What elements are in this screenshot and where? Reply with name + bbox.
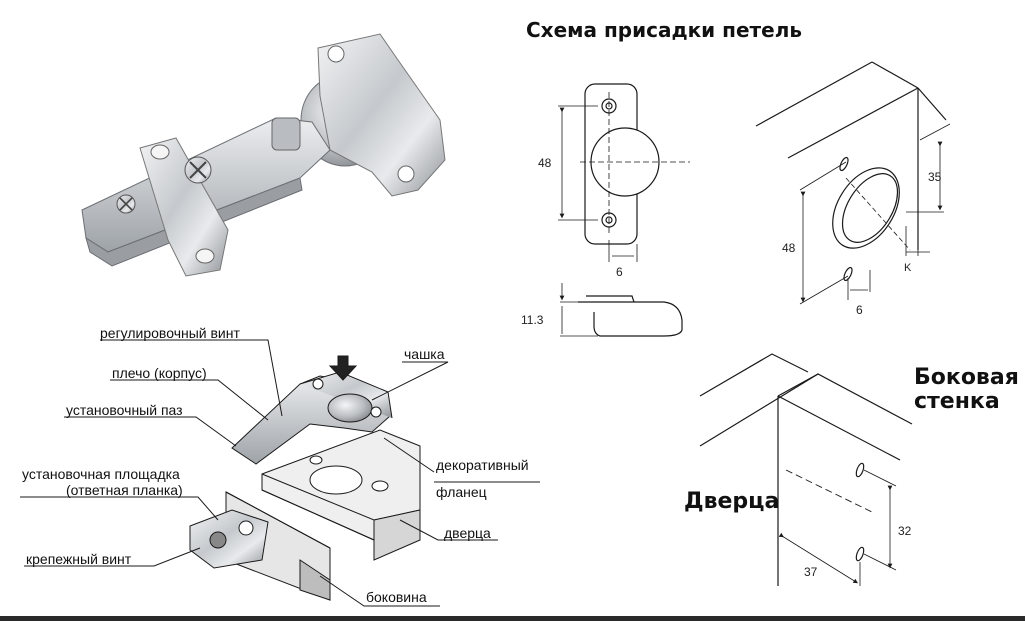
side-wall-title-line-1: Боковая: [914, 365, 1019, 390]
label-mounting-plate: установочная площадка: [22, 466, 180, 482]
label-adjusting-screw: регулировочный винт: [100, 325, 240, 341]
label-mounting-plate-sub: (ответная планка): [66, 482, 183, 498]
dim-iso-edge: 35: [928, 170, 942, 184]
label-fixing-screw: крепежный винт: [26, 551, 132, 567]
label-decorative-flange: декоративный: [436, 457, 529, 473]
front-drilling-view: [558, 83, 690, 337]
leader-lines: [20, 339, 540, 607]
bottom-bar: [0, 616, 1025, 621]
dim-front-height: 48: [538, 156, 552, 170]
dim-cup-depth: 11.3: [521, 313, 544, 327]
side-wall-title: Боковая стенка: [914, 366, 1019, 414]
exploded-assembly: [189, 355, 421, 601]
label-door: дверца: [444, 525, 491, 541]
page-title: Схема присадки петель: [526, 18, 802, 42]
side-wall-door-view: [699, 353, 913, 586]
side-wall-title-line-2: стенка: [914, 389, 1000, 414]
dim-iso-height: 48: [782, 241, 796, 255]
dim-front-offset: 6: [616, 265, 623, 279]
label-mounting-slot: установочный паз: [66, 402, 183, 418]
label-cup: чашка: [404, 346, 445, 362]
dim-wall-spacing: 32: [898, 524, 912, 538]
isometric-drilling-view: [755, 61, 951, 305]
dim-wall-depth: 37: [804, 565, 818, 579]
dim-iso-k: K: [904, 262, 912, 274]
label-side-panel: боковина: [366, 589, 427, 605]
label-arm: плечо (корпус): [112, 365, 207, 381]
door-title: Дверца: [684, 489, 780, 514]
label-decorative-flange-sub: фланец: [436, 484, 487, 500]
dim-iso-offset: 6: [856, 303, 863, 317]
hinge-photo: [81, 33, 446, 277]
